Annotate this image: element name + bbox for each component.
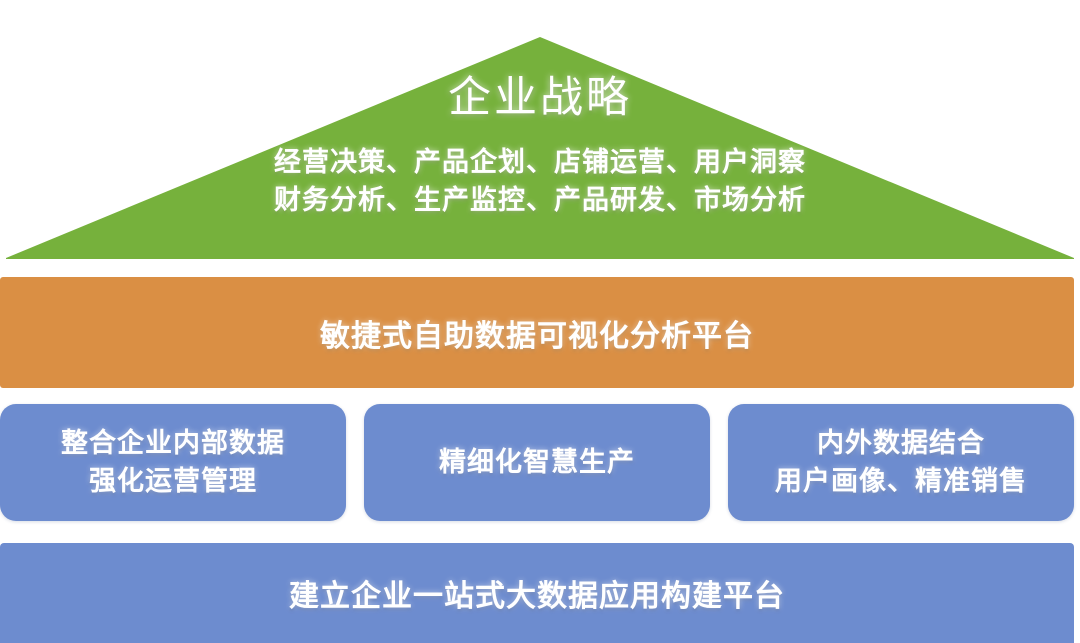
green-triangle-shape — [6, 37, 1074, 259]
foundation-band-label: 建立企业一站式大数据应用构建平台 — [289, 580, 785, 613]
platform-band: 敏捷式自助数据可视化分析平台 — [0, 277, 1074, 388]
pillar-card-smart-production: 精细化智慧生产 — [364, 404, 710, 521]
pillar-label: 精细化智慧生产 — [439, 446, 635, 477]
pillar-card-internal-data: 整合企业内部数据 强化运营管理 — [0, 404, 346, 521]
pillar-label: 整合企业内部数据 强化运营管理 — [61, 428, 285, 496]
foundation-band: 建立企业一站式大数据应用构建平台 — [0, 543, 1074, 643]
pillar-card-customer-insight: 内外数据结合 用户画像、精准销售 — [728, 404, 1074, 521]
pillar-row: 整合企业内部数据 强化运营管理 精细化智慧生产 内外数据结合 用户画像、精准销售 — [0, 404, 1074, 521]
pillar-label: 内外数据结合 用户画像、精准销售 — [775, 428, 1027, 496]
strategy-roof-section: 企业战略 经营决策、产品企划、店铺运营、用户洞察 财务分析、生产监控、产品研发、… — [0, 0, 1080, 262]
platform-band-label: 敏捷式自助数据可视化分析平台 — [320, 319, 754, 353]
